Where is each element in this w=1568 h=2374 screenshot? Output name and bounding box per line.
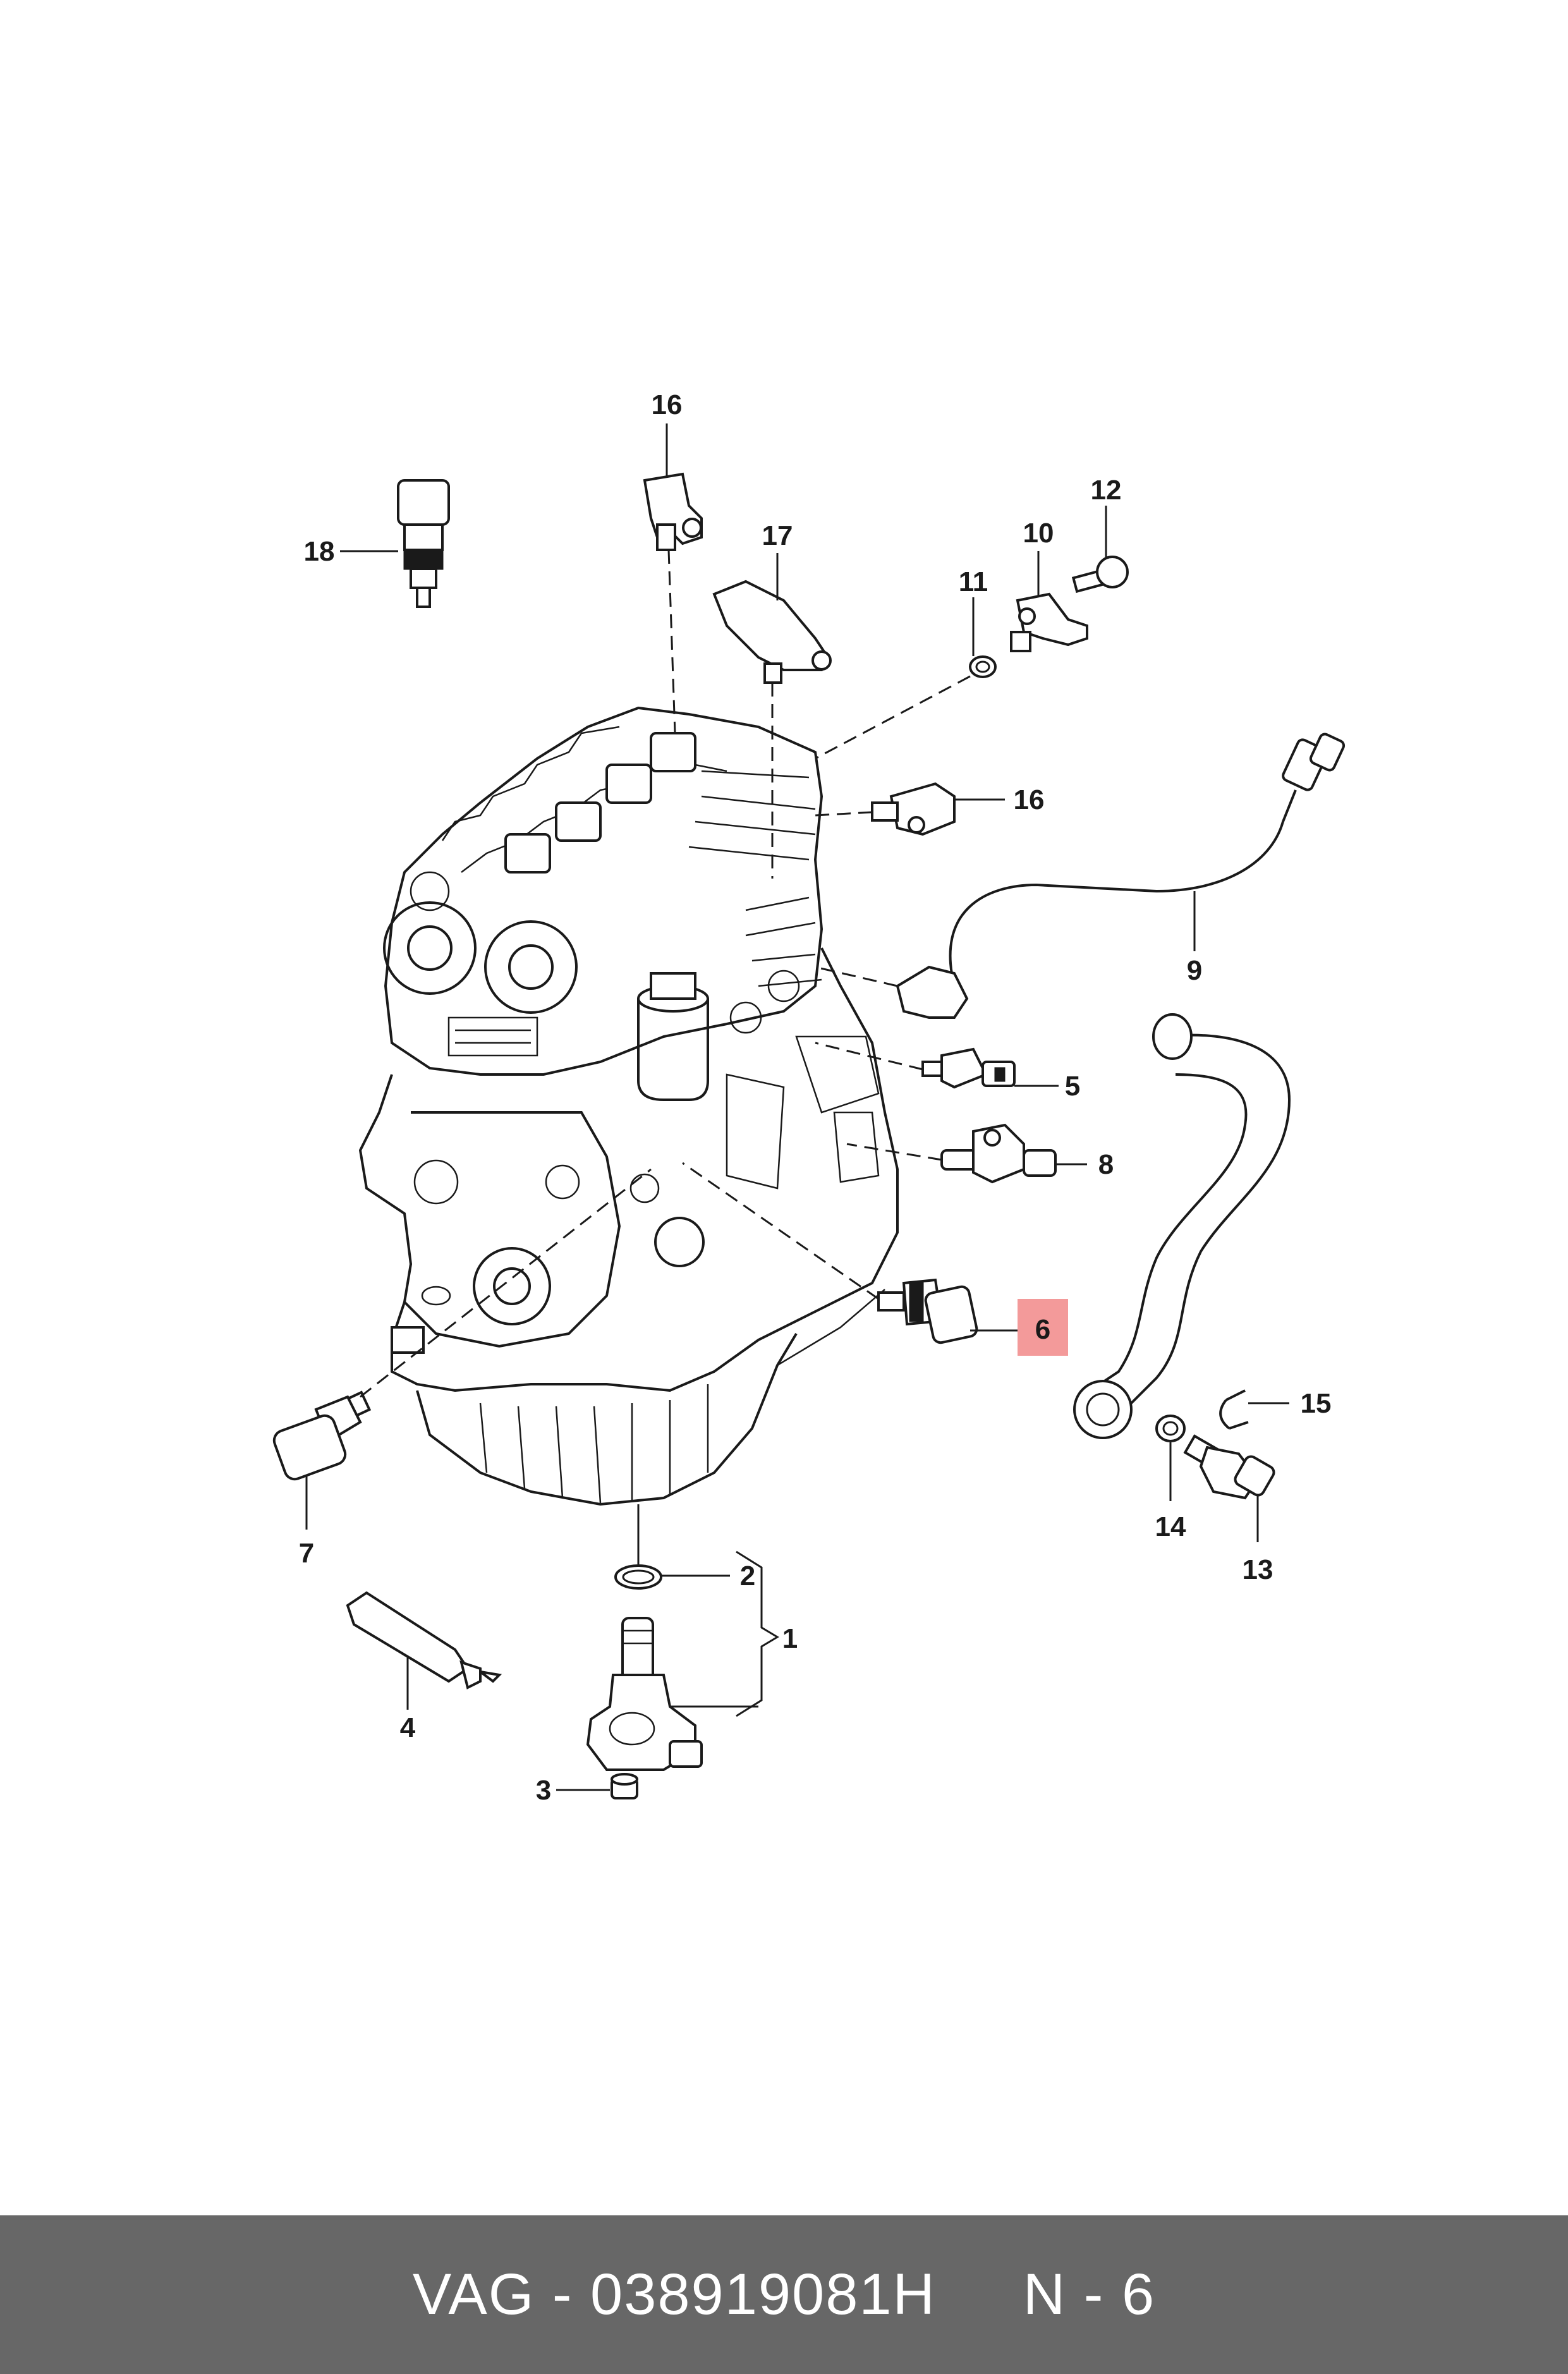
callout-14: 14 [1155,1511,1186,1542]
callout-6-highlight [1018,1299,1068,1356]
part-16-camshaft-sensor-top [643,472,703,551]
coolant-hose [1073,1013,1291,1439]
callout-16-right: 16 [1014,784,1045,815]
callout-18: 18 [304,536,335,567]
part-7-pressure-sensor [272,1391,372,1481]
part-5-oil-pressure-switch [921,1047,1016,1089]
part-18-pressure-sensor [397,479,450,608]
callout-7: 7 [299,1538,314,1569]
callout-12: 12 [1091,475,1122,506]
part-10-sensor [1010,592,1088,652]
part-9-cable-sensor [896,733,1346,1019]
engine-parts-diagram: 1 2 3 4 5 6 7 8 9 10 11 12 13 14 15 16 1… [272,389,1346,1806]
part-4-sealant-tube [346,1591,502,1689]
part-6-oil-pressure-sensor [877,1278,978,1344]
footer-bar: VAG - 038919081H N - 6 [0,2215,1568,2374]
callout-4: 4 [400,1712,416,1743]
callout-2: 2 [740,1561,755,1592]
engine-block-illustration [358,706,899,1506]
callout-10: 10 [1023,518,1054,549]
callout-16-top: 16 [652,389,683,420]
part-16-camshaft-sensor-right [871,782,956,836]
part-11-o-ring [969,655,997,678]
callout-11: 11 [959,566,988,597]
callout-1: 1 [782,1623,798,1654]
callout-8: 8 [1098,1149,1114,1180]
part-14-o-ring [1155,1415,1186,1442]
part-13-temperature-sensor [1183,1434,1275,1500]
part-3-nut [611,1773,638,1799]
part-8-speed-sensor [940,1123,1057,1184]
part-2-seal-ring [614,1564,662,1590]
part-1-oil-level-sensor [586,1617,703,1771]
part-17-pressure-sensor [712,580,832,684]
callout-5: 5 [1065,1071,1080,1102]
callout-15: 15 [1301,1388,1332,1419]
callout-6: 6 [1035,1314,1050,1345]
callout-labels: 1 2 3 4 5 6 7 8 9 10 11 12 13 14 15 16 1… [299,389,1332,1806]
part-12-bolt [1071,556,1129,594]
callout-13: 13 [1243,1554,1273,1585]
leader-lines [305,423,1289,1791]
callout-17: 17 [762,520,793,551]
part-15-clip [1219,1389,1249,1430]
part-number-caption: VAG - 038919081H N - 6 [412,2262,1156,2327]
callout-9: 9 [1187,955,1202,986]
callout-3: 3 [536,1775,551,1806]
